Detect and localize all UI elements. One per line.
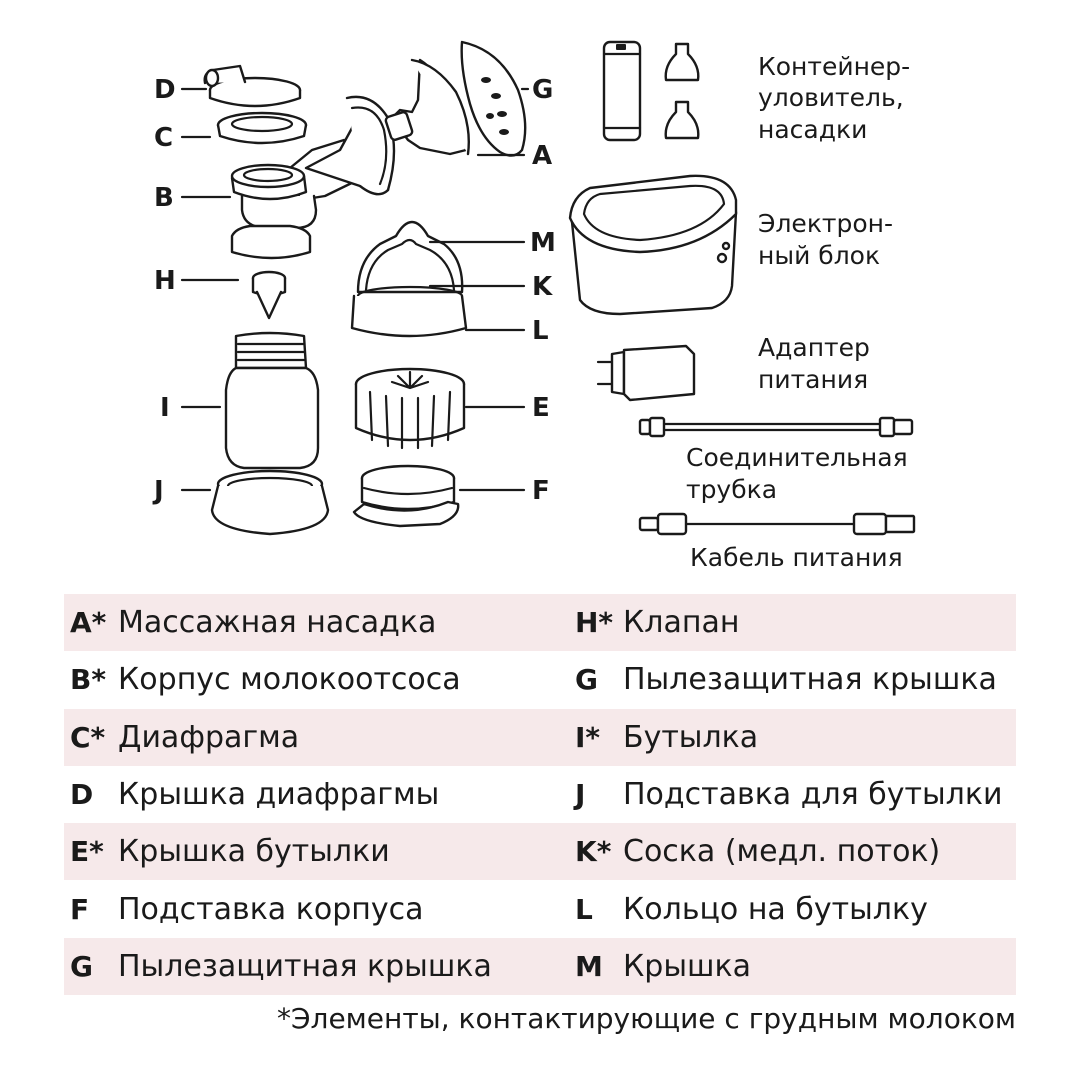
part-g-dust-cover bbox=[460, 40, 527, 157]
part-i-bottle bbox=[224, 331, 320, 470]
callout-m: M bbox=[530, 228, 556, 258]
legend-row: F Подставка корпуса L Кольцо на бутылку bbox=[64, 880, 1016, 937]
part-j-bottle-stand bbox=[210, 469, 330, 536]
legend-cell-left: G Пылезащитная крышка bbox=[64, 949, 569, 984]
part-m-k-l-teat-assembly bbox=[350, 220, 468, 338]
legend-code: D bbox=[70, 778, 94, 812]
legend-name: Диафрагма bbox=[118, 719, 300, 755]
callout-k: K bbox=[532, 272, 553, 302]
legend-name: Подставка для бутылки bbox=[623, 777, 1003, 813]
legend-cell-right: H* Клапан bbox=[569, 605, 739, 640]
legend-code: K* bbox=[575, 835, 612, 869]
legend-name: Соска (медл. поток) bbox=[623, 834, 941, 870]
legend-cell-left: D Крышка диафрагмы bbox=[64, 777, 569, 812]
legend-name: Кольцо на бутылку bbox=[623, 891, 928, 927]
part-h-valve bbox=[251, 270, 287, 320]
label-container-line3: насадки bbox=[758, 115, 867, 144]
label-container-line1: Контейнер- bbox=[758, 52, 910, 81]
legend-code: C* bbox=[70, 720, 106, 754]
callout-i: I bbox=[160, 393, 170, 423]
parts-diagram: D C B H I J G A M K L E F Контейнер- уло… bbox=[152, 40, 916, 572]
legend-row: E* Крышка бутылки K* Соска (медл. поток) bbox=[64, 823, 1016, 881]
callout-a: A bbox=[532, 141, 552, 171]
legend-name: Массажная насадка bbox=[118, 605, 437, 641]
legend-row: C* Диафрагма I* Бутылка bbox=[64, 708, 1016, 766]
electronic-unit bbox=[568, 174, 738, 316]
part-flange bbox=[304, 95, 396, 196]
power-cable bbox=[638, 512, 916, 536]
label-unit-line1: Электрон- bbox=[758, 209, 893, 238]
legend-cell-left: C* Диафрагма bbox=[64, 720, 569, 755]
part-b-pump-body bbox=[230, 138, 364, 260]
callout-l: L bbox=[532, 316, 549, 346]
legend-name: Бутылка bbox=[623, 719, 759, 755]
legend-cell-left: B* Корпус молокоотсоса bbox=[64, 662, 569, 697]
legend-code: E* bbox=[70, 835, 104, 869]
legend-name: Крышка диафрагмы bbox=[118, 777, 440, 813]
legend-code: L bbox=[575, 892, 593, 926]
legend-name: Крышка бутылки bbox=[118, 834, 390, 870]
power-adapter bbox=[596, 344, 696, 402]
callout-e: E bbox=[532, 393, 550, 423]
label-tube-line1: Соединительная bbox=[686, 443, 908, 472]
callout-d: D bbox=[154, 75, 176, 105]
connecting-tube bbox=[638, 416, 914, 438]
part-a-massage-insert bbox=[384, 58, 470, 156]
legend-cell-right: J Подставка для бутылки bbox=[569, 777, 1002, 812]
legend-cell-left: A* Массажная насадка bbox=[64, 605, 569, 640]
callout-c: C bbox=[154, 123, 173, 153]
part-d-diaphragm-cover bbox=[203, 64, 302, 108]
legend-cell-right: G Пылезащитная крышка bbox=[569, 662, 997, 697]
legend-cell-left: E* Крышка бутылки bbox=[64, 834, 569, 869]
legend-cell-right: L Кольцо на бутылку bbox=[569, 892, 928, 927]
legend-code: G bbox=[70, 949, 93, 983]
legend-name: Крышка bbox=[623, 948, 751, 984]
legend-cell-right: K* Соска (медл. поток) bbox=[569, 834, 940, 869]
legend-cell-right: I* Бутылка bbox=[569, 720, 758, 755]
legend-row: B* Корпус молокоотсоса G Пылезащитная крышк… bbox=[64, 651, 1016, 708]
legend-name: Пылезащитная крышка bbox=[118, 948, 492, 984]
legend-row: D Крышка диафрагмы J Подставка для бутылки bbox=[64, 766, 1016, 823]
part-e-bottle-cap bbox=[354, 367, 466, 450]
part-f-body-stand bbox=[352, 464, 460, 528]
legend-code: G bbox=[575, 663, 598, 697]
legend-name: Корпус молокоотсоса bbox=[118, 662, 461, 698]
legend-name: Пылезащитная крышка bbox=[623, 662, 997, 698]
label-tube-line2: трубка bbox=[686, 475, 777, 504]
label-adapter-line1: Адаптер bbox=[758, 333, 870, 362]
callout-b: B bbox=[154, 183, 174, 213]
label-adapter-line2: питания bbox=[758, 365, 868, 394]
callout-h: H bbox=[154, 266, 176, 296]
legend-cell-left: F Подставка корпуса bbox=[64, 892, 569, 927]
legend-code: I* bbox=[575, 720, 601, 754]
callout-leaders bbox=[180, 87, 530, 492]
callout-j: J bbox=[152, 476, 164, 506]
legend-row: G Пылезащитная крышка M Крышка bbox=[64, 937, 1016, 996]
legend-code: J bbox=[575, 778, 586, 812]
label-unit-line2: ный блок bbox=[758, 241, 880, 270]
container-and-nozzles bbox=[602, 40, 700, 142]
label-cable: Кабель питания bbox=[690, 543, 903, 572]
legend-code: H* bbox=[575, 606, 614, 640]
legend-code: A* bbox=[70, 606, 107, 640]
legend-name: Подставка корпуса bbox=[118, 891, 424, 927]
legend-row: A* Массажная насадка H* Клапан bbox=[64, 594, 1016, 652]
callout-g: G bbox=[532, 75, 553, 105]
legend-cell-right: M Крышка bbox=[569, 949, 751, 984]
footnote: *Элементы, контактирующие с грудным моло… bbox=[277, 1002, 1016, 1035]
part-c-diaphragm bbox=[216, 111, 308, 145]
callout-f: F bbox=[532, 476, 550, 506]
legend-name: Клапан bbox=[623, 605, 740, 641]
legend-code: M bbox=[575, 949, 603, 983]
legend-code: F bbox=[70, 892, 90, 926]
legend-code: B* bbox=[70, 663, 106, 697]
label-container-line2: уловитель, bbox=[758, 83, 904, 112]
